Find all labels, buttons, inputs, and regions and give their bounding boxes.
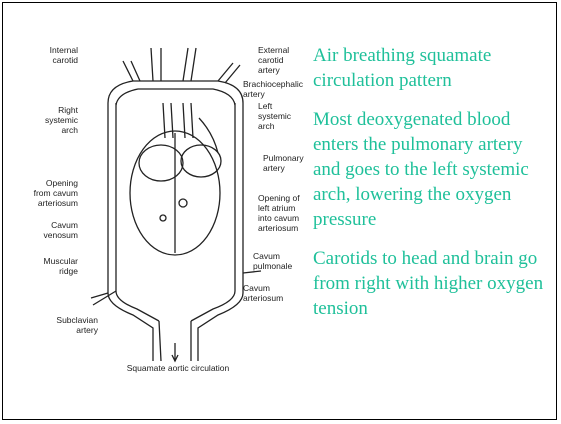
label-left-systemic-arch: Left systemic arch [258, 101, 291, 131]
label-cavum-arteriosum: Cavum arteriosum [243, 283, 283, 303]
label-right-systemic-arch: Right systemic arch [28, 105, 78, 135]
label-subclavian-artery: Subclavian artery [43, 315, 98, 335]
label-cavum-venosum: Cavum venosum [23, 220, 78, 240]
text-paragraph-3: Carotids to head and brain go from right… [313, 246, 553, 321]
circulation-diagram: Internal carotid Right systemic arch Ope… [33, 43, 323, 383]
label-opening-cavum: Opening from cavum arteriosum [23, 178, 78, 208]
label-muscular-ridge: Muscular ridge [23, 256, 78, 276]
label-external-carotid: External carotid artery [258, 45, 289, 75]
label-internal-carotid: Internal carotid [28, 45, 78, 65]
slide-text: Air breathing squamate circulation patte… [313, 43, 553, 335]
figure-caption: Squamate aortic circulation [33, 363, 323, 373]
text-paragraph-1: Air breathing squamate circulation patte… [313, 43, 553, 93]
label-brachiocephalic: Brachiocephalic artery [243, 79, 303, 99]
label-cavum-pulmonale: Cavum pulmonale [253, 251, 292, 271]
text-paragraph-2: Most deoxygenated blood enters the pulmo… [313, 107, 553, 232]
label-pulmonary-artery: Pulmonary artery [263, 153, 304, 173]
label-opening-left-atrium: Opening of left atrium into cavum arteri… [258, 193, 300, 233]
slide: Internal carotid Right systemic arch Ope… [2, 2, 557, 420]
